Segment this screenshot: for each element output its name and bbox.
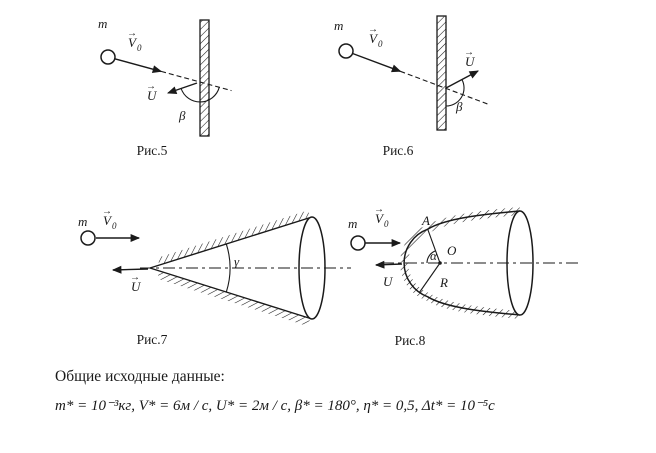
fig7-v0-label: V [103, 213, 113, 228]
fig8-caption: Рис.8 [395, 333, 426, 348]
fig6-mass-circle [338, 43, 354, 59]
fig5-u-vector-icon: → [146, 81, 156, 92]
fig7-u-label: U [131, 279, 142, 294]
fig6-v0-arrow [352, 52, 402, 73]
fig5-v0-vector-icon: → [127, 28, 137, 39]
fig7-v0-subscript: 0 [112, 221, 117, 231]
fig8-v0-label: V [375, 211, 385, 226]
figure-8: m → V 0 A O α R U Рис.8 [348, 204, 578, 348]
fig5-u-label: U [147, 88, 158, 103]
fig7-cone-lower-hatch [157, 271, 311, 327]
fig5-mass-label: m [98, 16, 107, 31]
figure-6: m → V 0 → U β Рис.6 [334, 15, 491, 158]
fig8-center-point [438, 261, 442, 265]
fig6-u-label: U [465, 54, 476, 69]
fig7-angle-arc [225, 243, 231, 293]
fig5-angle-label: β [178, 108, 186, 123]
fig5-trajectory-dashed-line [160, 70, 232, 92]
fig5-v0-label: V [128, 35, 138, 50]
fig7-v0-vector-icon: → [102, 206, 112, 217]
fig5-v0-subscript: 0 [137, 43, 142, 53]
fig5-u-arrow [167, 82, 198, 95]
fig8-oa-line [427, 229, 441, 264]
fig5-mass-circle [100, 49, 116, 65]
figure-5: m → V 0 → U β Рис.5 [98, 16, 232, 158]
fig8-center-label: O [447, 243, 457, 258]
fig8-mass-circle [350, 235, 366, 251]
fig8-radius-label: R [439, 275, 448, 290]
fig6-angle-arc [445, 79, 465, 107]
fig7-u-arrow [111, 265, 149, 274]
fig8-v0-subscript: 0 [384, 219, 389, 229]
fig8-u-label: U [383, 274, 394, 289]
fig5-caption: Рис.5 [137, 143, 168, 158]
general-data-heading: Общие исходные данные: [55, 368, 225, 385]
fig6-v0-subscript: 0 [378, 39, 383, 49]
fig7-mass-circle [80, 230, 96, 246]
fig5-angle-arc [180, 87, 220, 103]
fig6-u-vector-icon: → [464, 47, 474, 58]
general-data-formula: m* = 10⁻³кг, V* = 6м / с, U* = 2м / с, β… [55, 398, 495, 414]
fig8-u-arrow [374, 260, 403, 269]
fig7-mass-label: m [78, 214, 87, 229]
fig8-radius-line [418, 262, 441, 293]
fig7-cone-upper-hatch [157, 210, 311, 265]
fig8-point-a-label: A [421, 213, 430, 228]
fig6-v0-label: V [369, 31, 379, 46]
fig8-mass-label: m [348, 216, 357, 231]
fig7-u-vector-icon: → [130, 272, 140, 283]
fig6-mass-label: m [334, 18, 343, 33]
fig6-angle-label: β [455, 99, 463, 114]
fig8-v0-vector-icon: → [374, 204, 384, 215]
fig7-cone-lower-edge [149, 267, 313, 320]
fig7-angle-label: γ [234, 254, 240, 269]
fig5-wall-hatched [199, 19, 210, 137]
fig7-caption: Рис.7 [137, 332, 168, 347]
fig8-body-outline [403, 210, 521, 316]
fig7-cone-upper-edge [149, 216, 313, 269]
fig8-angle-arc [426, 250, 436, 264]
fig5-v0-arrow [114, 58, 163, 74]
fig6-v0-vector-icon: → [368, 24, 378, 35]
figure-7: m → V 0 γ → U Рис.7 [78, 206, 351, 347]
fig6-wall-hatched [436, 15, 447, 131]
fig6-caption: Рис.6 [383, 143, 414, 158]
fig8-angle-label: α [430, 248, 438, 263]
